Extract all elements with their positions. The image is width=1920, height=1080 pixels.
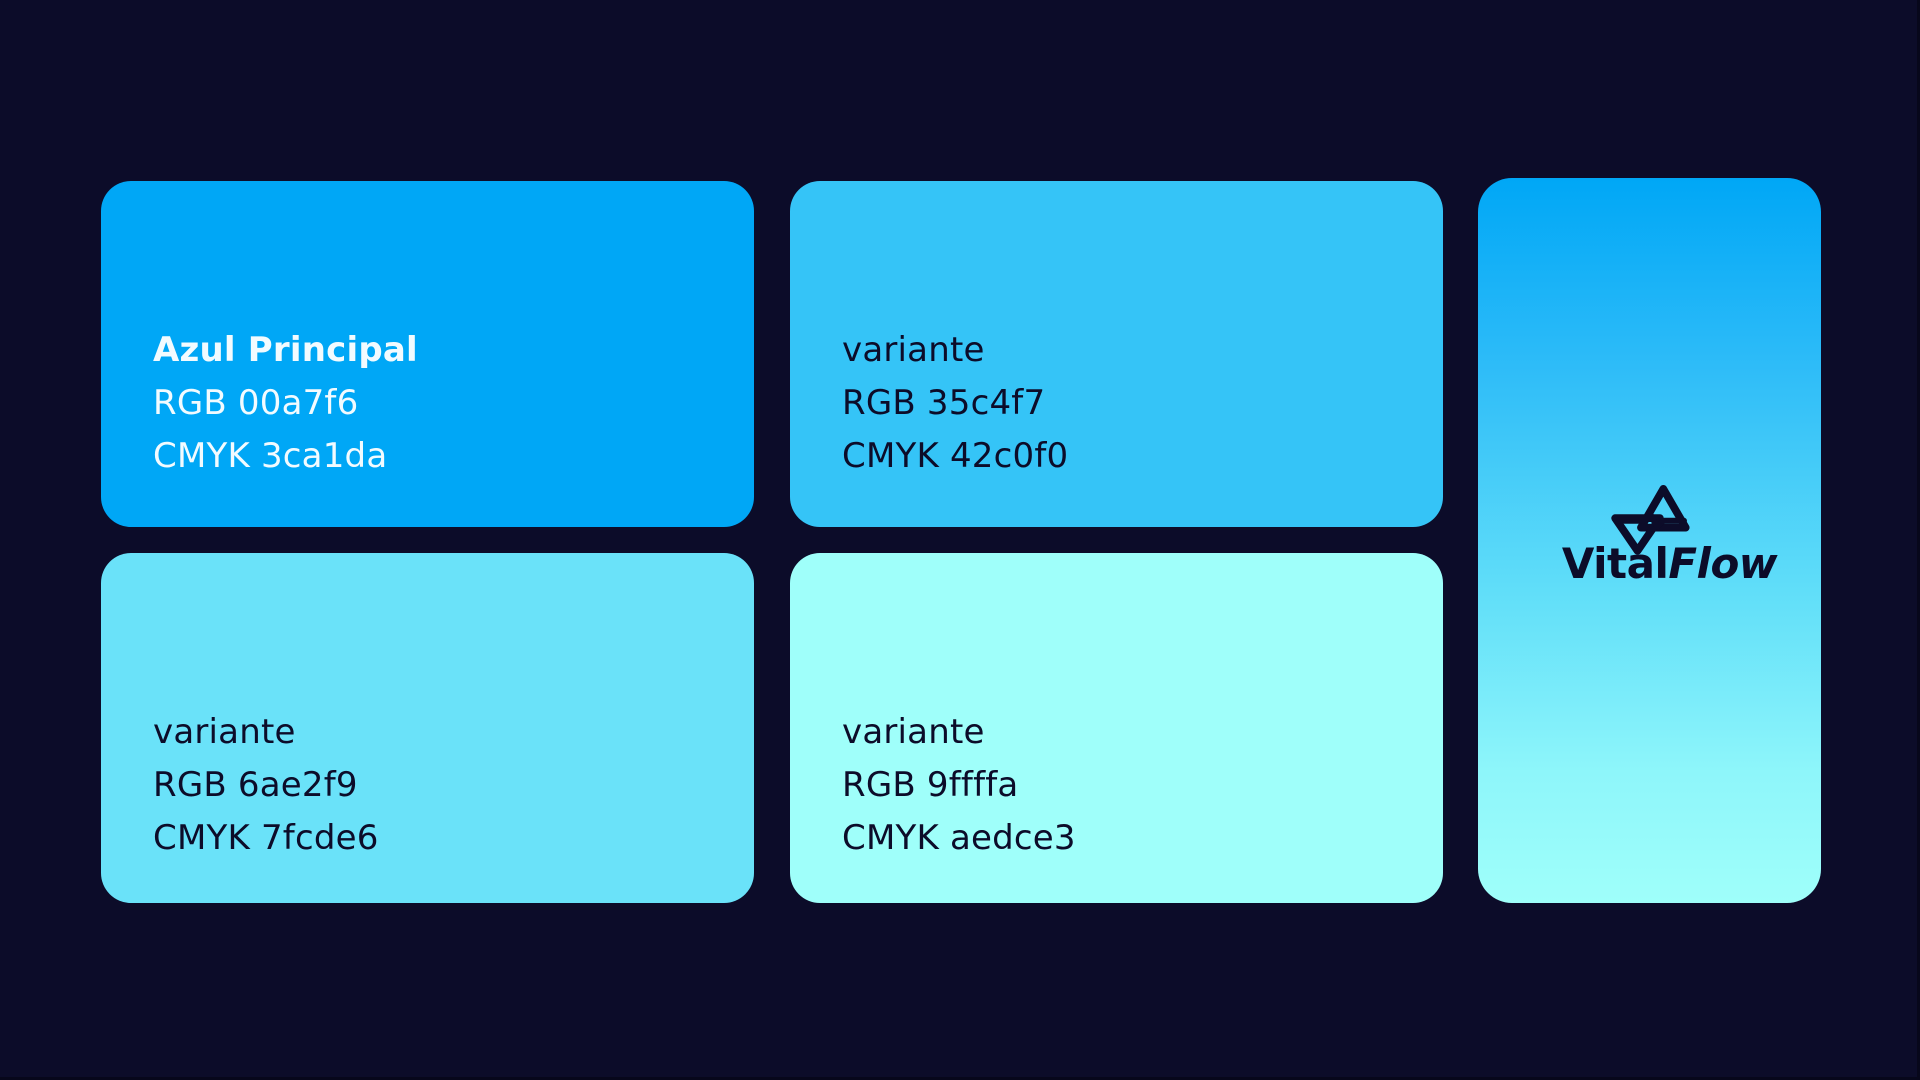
swatch-cmyk-value: CMYK 7fcde6 (153, 818, 379, 858)
swatch-rgb-value: RGB 00a7f6 (153, 383, 359, 423)
wordmark-vital: Vital (1561, 539, 1669, 588)
swatch-cmyk-value: CMYK 42c0f0 (842, 436, 1069, 476)
swatch-text-block: variante RGB 6ae2f9 CMYK 7fcde6 (101, 553, 754, 903)
swatch-title: variante (153, 712, 296, 752)
swatch-title: variante (842, 330, 985, 370)
swatch-text-block: variante RGB 9ffffa CMYK aedce3 (790, 553, 1443, 903)
swatch-rgb-value: RGB 6ae2f9 (153, 765, 358, 805)
swatch-cmyk-value: CMYK aedce3 (842, 818, 1076, 858)
color-swatch-azul-principal[interactable]: Azul Principal RGB 00a7f6 CMYK 3ca1da (101, 181, 754, 527)
swatch-text-block: variante RGB 35c4f7 CMYK 42c0f0 (790, 181, 1443, 527)
swatch-title: variante (842, 712, 985, 752)
color-swatch-grid: Azul Principal RGB 00a7f6 CMYK 3ca1da va… (101, 181, 1443, 903)
color-swatch-variante-6ae2f9[interactable]: variante RGB 6ae2f9 CMYK 7fcde6 (101, 553, 754, 903)
vitalflow-triangle-pulse-mark (1610, 485, 1690, 555)
vitalflow-wordmark: VitalFlow (1561, 539, 1778, 588)
vitalflow-logo: VitalFlow (1478, 482, 1821, 588)
swatch-cmyk-value: CMYK 3ca1da (153, 436, 388, 476)
swatch-title: Azul Principal (153, 330, 418, 370)
swatch-rgb-value: RGB 9ffffa (842, 765, 1019, 805)
swatch-text-block: Azul Principal RGB 00a7f6 CMYK 3ca1da (101, 181, 754, 527)
wordmark-flow: Flow (1668, 539, 1778, 588)
color-swatch-variante-35c4f7[interactable]: variante RGB 35c4f7 CMYK 42c0f0 (790, 181, 1443, 527)
color-swatch-variante-9ffffa[interactable]: variante RGB 9ffffa CMYK aedce3 (790, 553, 1443, 903)
swatch-rgb-value: RGB 35c4f7 (842, 383, 1046, 423)
logo-gradient-panel: VitalFlow (1478, 178, 1821, 903)
